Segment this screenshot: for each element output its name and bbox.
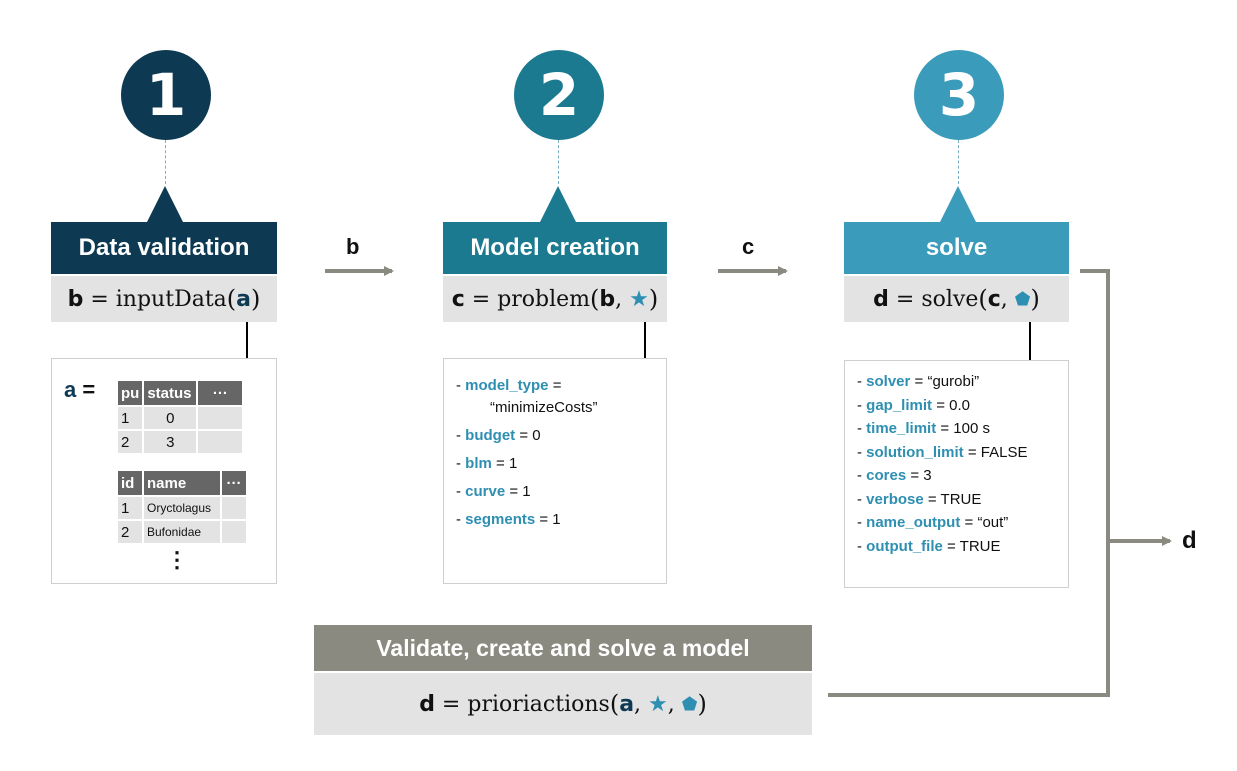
step-3-formula: d = solve(c, ⬟) — [844, 276, 1069, 322]
table-header: ··· — [222, 471, 246, 495]
star-icon: ★ — [648, 691, 668, 717]
pentagon-icon: ⬟ — [1014, 288, 1031, 310]
flow-label-b: b — [346, 234, 360, 259]
step-3-pointer — [940, 186, 976, 222]
table-header: id — [118, 471, 142, 495]
param-name-output: - name_output = “out” — [857, 514, 1009, 531]
step-3-number: 3 — [914, 50, 1004, 140]
formula-arg-c: c — [987, 286, 1001, 312]
table-header: name — [144, 471, 220, 495]
input-table-pu: pu status ··· 1 0 2 3 — [116, 379, 244, 455]
param-curve: - curve = 1 — [456, 483, 531, 500]
param-cores: - cores = 3 — [857, 467, 932, 484]
formula-function: solve — [921, 286, 979, 312]
step-1-number: 1 — [121, 50, 211, 140]
input-data-label: a = — [64, 377, 96, 402]
formula-arg-a: a — [619, 691, 635, 717]
param-solver: - solver = “gurobi” — [857, 373, 980, 390]
step-1-title: Data validation — [51, 222, 277, 274]
step-2-formula: c = problem(b, ★) — [443, 276, 667, 322]
table-header: status — [144, 381, 197, 405]
formula-function: prioriactions — [467, 691, 610, 717]
formula-output: d — [419, 691, 435, 717]
flow-label-d: d — [1182, 527, 1197, 554]
formula-arg-b: b — [599, 286, 616, 312]
formula-output: b — [67, 286, 84, 312]
star-icon: ★ — [629, 286, 649, 312]
table-header: ··· — [198, 381, 243, 405]
step-1-formula: b = inputData(a) — [51, 276, 277, 322]
table-row: 1 Oryctolagus — [118, 497, 246, 519]
pentagon-icon: ⬟ — [681, 693, 698, 715]
param-blm: - blm = 1 — [456, 455, 518, 472]
summary-title: Validate, create and solve a model — [314, 625, 812, 671]
formula-function: inputData — [115, 286, 227, 312]
formula-arg-a: a — [236, 286, 252, 312]
param-model-type-value: “minimizeCosts” — [490, 399, 598, 416]
flow-label-c: c — [742, 234, 755, 259]
step-3-title: solve — [844, 222, 1069, 274]
table-row: 2 3 — [118, 431, 243, 453]
formula-function: problem — [497, 286, 591, 312]
solve-params-panel: - solver = “gurobi” - gap_limit = 0.0 - … — [844, 360, 1069, 588]
table-header: pu — [118, 381, 143, 405]
step-2-title: Model creation — [443, 222, 667, 274]
step-2-number: 2 — [514, 50, 604, 140]
param-verbose: - verbose = TRUE — [857, 490, 982, 508]
input-data-panel: a = pu status ··· 1 0 2 3 id name — [51, 358, 277, 584]
summary-formula: d = prioriactions(a, ★, ⬟) — [314, 673, 812, 735]
formula-output: d — [873, 286, 889, 312]
step-2-pointer — [540, 186, 576, 222]
param-output-file: - output_file = TRUE — [857, 537, 1001, 555]
table-row: 1 0 — [118, 407, 243, 429]
param-budget: - budget = 0 — [456, 427, 541, 444]
connector-solve-out — [828, 269, 1110, 697]
param-segments: - segments = 1 — [456, 511, 561, 528]
step-1-pointer — [147, 186, 183, 222]
input-table-species: id name ··· 1 Oryctolagus 2 Bufonidae — [116, 469, 248, 545]
param-solution-limit: - solution_limit = FALSE — [857, 443, 1028, 461]
table-row: 2 Bufonidae — [118, 521, 246, 543]
more-rows-ellipsis: ⋮ — [166, 547, 188, 572]
param-time-limit: - time_limit = 100 s — [857, 420, 990, 437]
formula-output: c — [451, 286, 465, 312]
model-params-panel: - model_type = “minimizeCosts” - budget … — [443, 358, 667, 584]
param-model-type: - model_type = — [456, 377, 562, 394]
param-gap-limit: - gap_limit = 0.0 — [857, 396, 970, 414]
